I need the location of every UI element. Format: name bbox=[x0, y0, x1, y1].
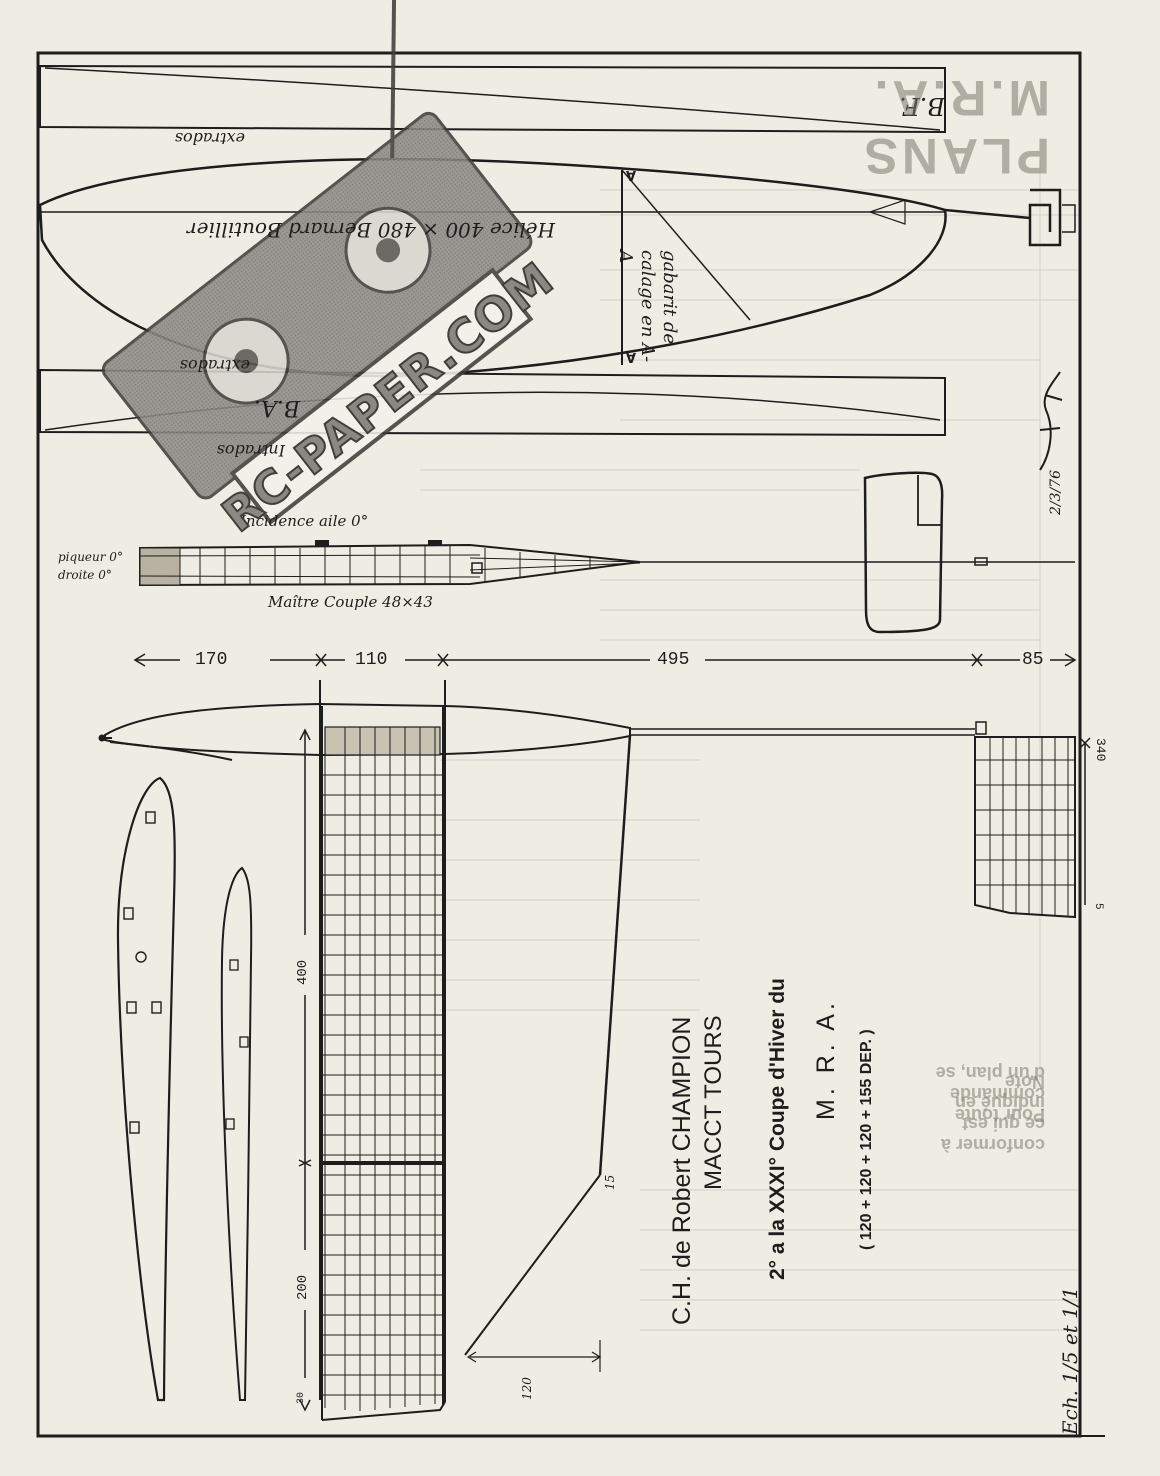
label-ba: B.A. bbox=[254, 395, 300, 420]
dihedral-diagram bbox=[465, 735, 630, 1372]
label-helice: Hélice 400 × 480 Bernard Boutillier bbox=[187, 218, 555, 242]
label-gabarit: gabarit de calage en A-A bbox=[614, 250, 680, 370]
dim-340: 340 bbox=[1093, 738, 1108, 761]
wing-panel bbox=[320, 680, 445, 1420]
wing-rib-large bbox=[118, 778, 175, 1400]
title-line-2: MACCT TOURS bbox=[700, 1015, 728, 1190]
wing-rib-small bbox=[222, 868, 251, 1400]
background-note-2: conformer à ce qui est indiqué en Note bbox=[930, 1071, 1045, 1155]
label-a-bottom: A bbox=[626, 349, 636, 364]
dimension-line-top bbox=[135, 654, 1075, 666]
label-date: 2/3/76 bbox=[1048, 470, 1064, 515]
tailplane bbox=[975, 737, 1090, 917]
fuselage-side-view bbox=[140, 540, 1075, 585]
dim-30: 30 bbox=[296, 1392, 307, 1404]
dim-15: 15 bbox=[603, 1175, 617, 1190]
title-line-3: 2° a la XXXI° Coupe d'Hiver du bbox=[766, 978, 790, 1280]
label-maitre-couple: Maître Couple 48×43 bbox=[268, 593, 433, 611]
label-droite: droite 0° bbox=[58, 568, 112, 582]
fin-outline bbox=[865, 473, 942, 632]
dim-5: 5 bbox=[1092, 903, 1104, 910]
prop-hook bbox=[945, 190, 1060, 245]
dim-400: 400 bbox=[295, 960, 311, 985]
dim-170: 170 bbox=[195, 650, 227, 670]
title-line-4: M. R. A. bbox=[812, 999, 841, 1120]
background-heading: PLANS M.R.A. bbox=[861, 69, 1050, 185]
label-extrados-mid: extrados bbox=[180, 356, 250, 375]
fuselage-plan-view bbox=[99, 704, 986, 760]
dim-495: 495 bbox=[657, 650, 689, 670]
dim-85: 85 bbox=[1022, 650, 1044, 670]
wing-span-dimensions bbox=[299, 730, 311, 1410]
title-line-5: ( 120 + 120 + 120 + 155 DEP. ) bbox=[858, 1029, 876, 1250]
signature-scribble bbox=[1040, 372, 1062, 470]
label-piqueur: piqueur 0° bbox=[58, 550, 123, 564]
label-a-top: A bbox=[626, 167, 636, 182]
scale-note: Ech. 1/5 et 1/1 bbox=[1058, 1287, 1082, 1435]
dim-200: 200 bbox=[295, 1275, 311, 1300]
label-extrados-top: extrados bbox=[175, 129, 245, 148]
dim-120: 120 bbox=[520, 1377, 534, 1400]
dim-110: 110 bbox=[355, 650, 387, 670]
title-line-1: C.H. de Robert CHAMPION bbox=[668, 1017, 697, 1325]
